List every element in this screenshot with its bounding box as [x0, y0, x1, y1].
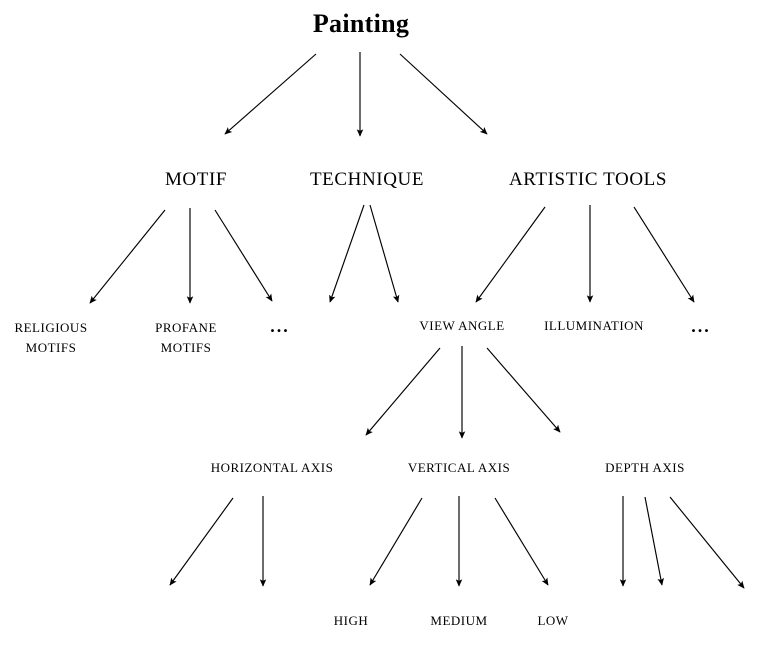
edge-root-to-artistic-tools — [399, 53, 488, 135]
edge-depth-axis-to-unlabeled-child-3 — [669, 496, 745, 589]
edge-motif-to-religious-motifs — [89, 209, 166, 304]
node-motif-ellipsis[interactable]: ... — [270, 316, 290, 336]
edge-artistic-tools-to-tools-ellipsis — [633, 206, 695, 303]
edge-group-horizontal-axis — [169, 496, 267, 587]
edge-root-to-motif — [224, 53, 317, 135]
node-medium[interactable]: MEDIUM — [430, 613, 487, 628]
node-illumination[interactable]: ILLUMINATION — [544, 318, 644, 333]
node-tools-ellipsis[interactable]: ... — [691, 316, 711, 336]
node-high[interactable]: HIGH — [334, 613, 369, 628]
edge-group-artistic-tools — [475, 205, 695, 303]
edge-horizontal-axis-to-unlabeled-child-1 — [169, 497, 234, 586]
node-religious-motifs-line1: RELIGIOUS — [14, 320, 87, 335]
node-religious-motifs[interactable]: RELIGIOUS MOTIFS — [14, 320, 87, 355]
node-depth-axis[interactable]: DEPTH AXIS — [605, 460, 685, 475]
node-horizontal-axis[interactable]: HORIZONTAL AXIS — [211, 460, 334, 475]
edge-group-root — [224, 52, 488, 137]
node-technique[interactable]: TECHNIQUE — [310, 169, 424, 190]
edge-technique-to-unlabeled-child-1 — [329, 204, 365, 303]
node-root-painting[interactable]: Painting — [313, 9, 409, 38]
node-religious-motifs-line2: MOTIFS — [26, 340, 77, 355]
node-profane-motifs[interactable]: PROFANE MOTIFS — [155, 320, 217, 355]
edge-vertical-axis-to-high — [369, 497, 423, 586]
edge-depth-axis-to-unlabeled-child-2 — [644, 496, 664, 586]
edge-technique-to-unlabeled-child-2 — [369, 204, 400, 303]
edge-group-view-angle — [365, 346, 561, 439]
edge-group-vertical-axis — [369, 496, 549, 587]
edge-motif-to-motif-ellipsis — [214, 209, 273, 302]
node-artistic-tools[interactable]: ARTISTIC TOOLS — [509, 169, 667, 190]
edge-group-depth-axis — [619, 496, 745, 589]
node-profane-motifs-line1: PROFANE — [155, 320, 217, 335]
edge-group-technique — [329, 204, 400, 303]
node-vertical-axis[interactable]: VERTICAL AXIS — [408, 460, 510, 475]
edge-vertical-axis-to-low — [494, 497, 549, 586]
node-view-angle[interactable]: VIEW ANGLE — [419, 318, 504, 333]
node-profane-motifs-line2: MOTIFS — [161, 340, 212, 355]
node-low[interactable]: LOW — [537, 613, 568, 628]
edge-group-motif — [89, 208, 273, 304]
edge-view-angle-to-horizontal-axis — [365, 347, 441, 436]
node-motif[interactable]: MOTIF — [165, 169, 227, 190]
edge-artistic-tools-to-view-angle — [475, 206, 546, 303]
edge-view-angle-to-depth-axis — [486, 347, 561, 433]
